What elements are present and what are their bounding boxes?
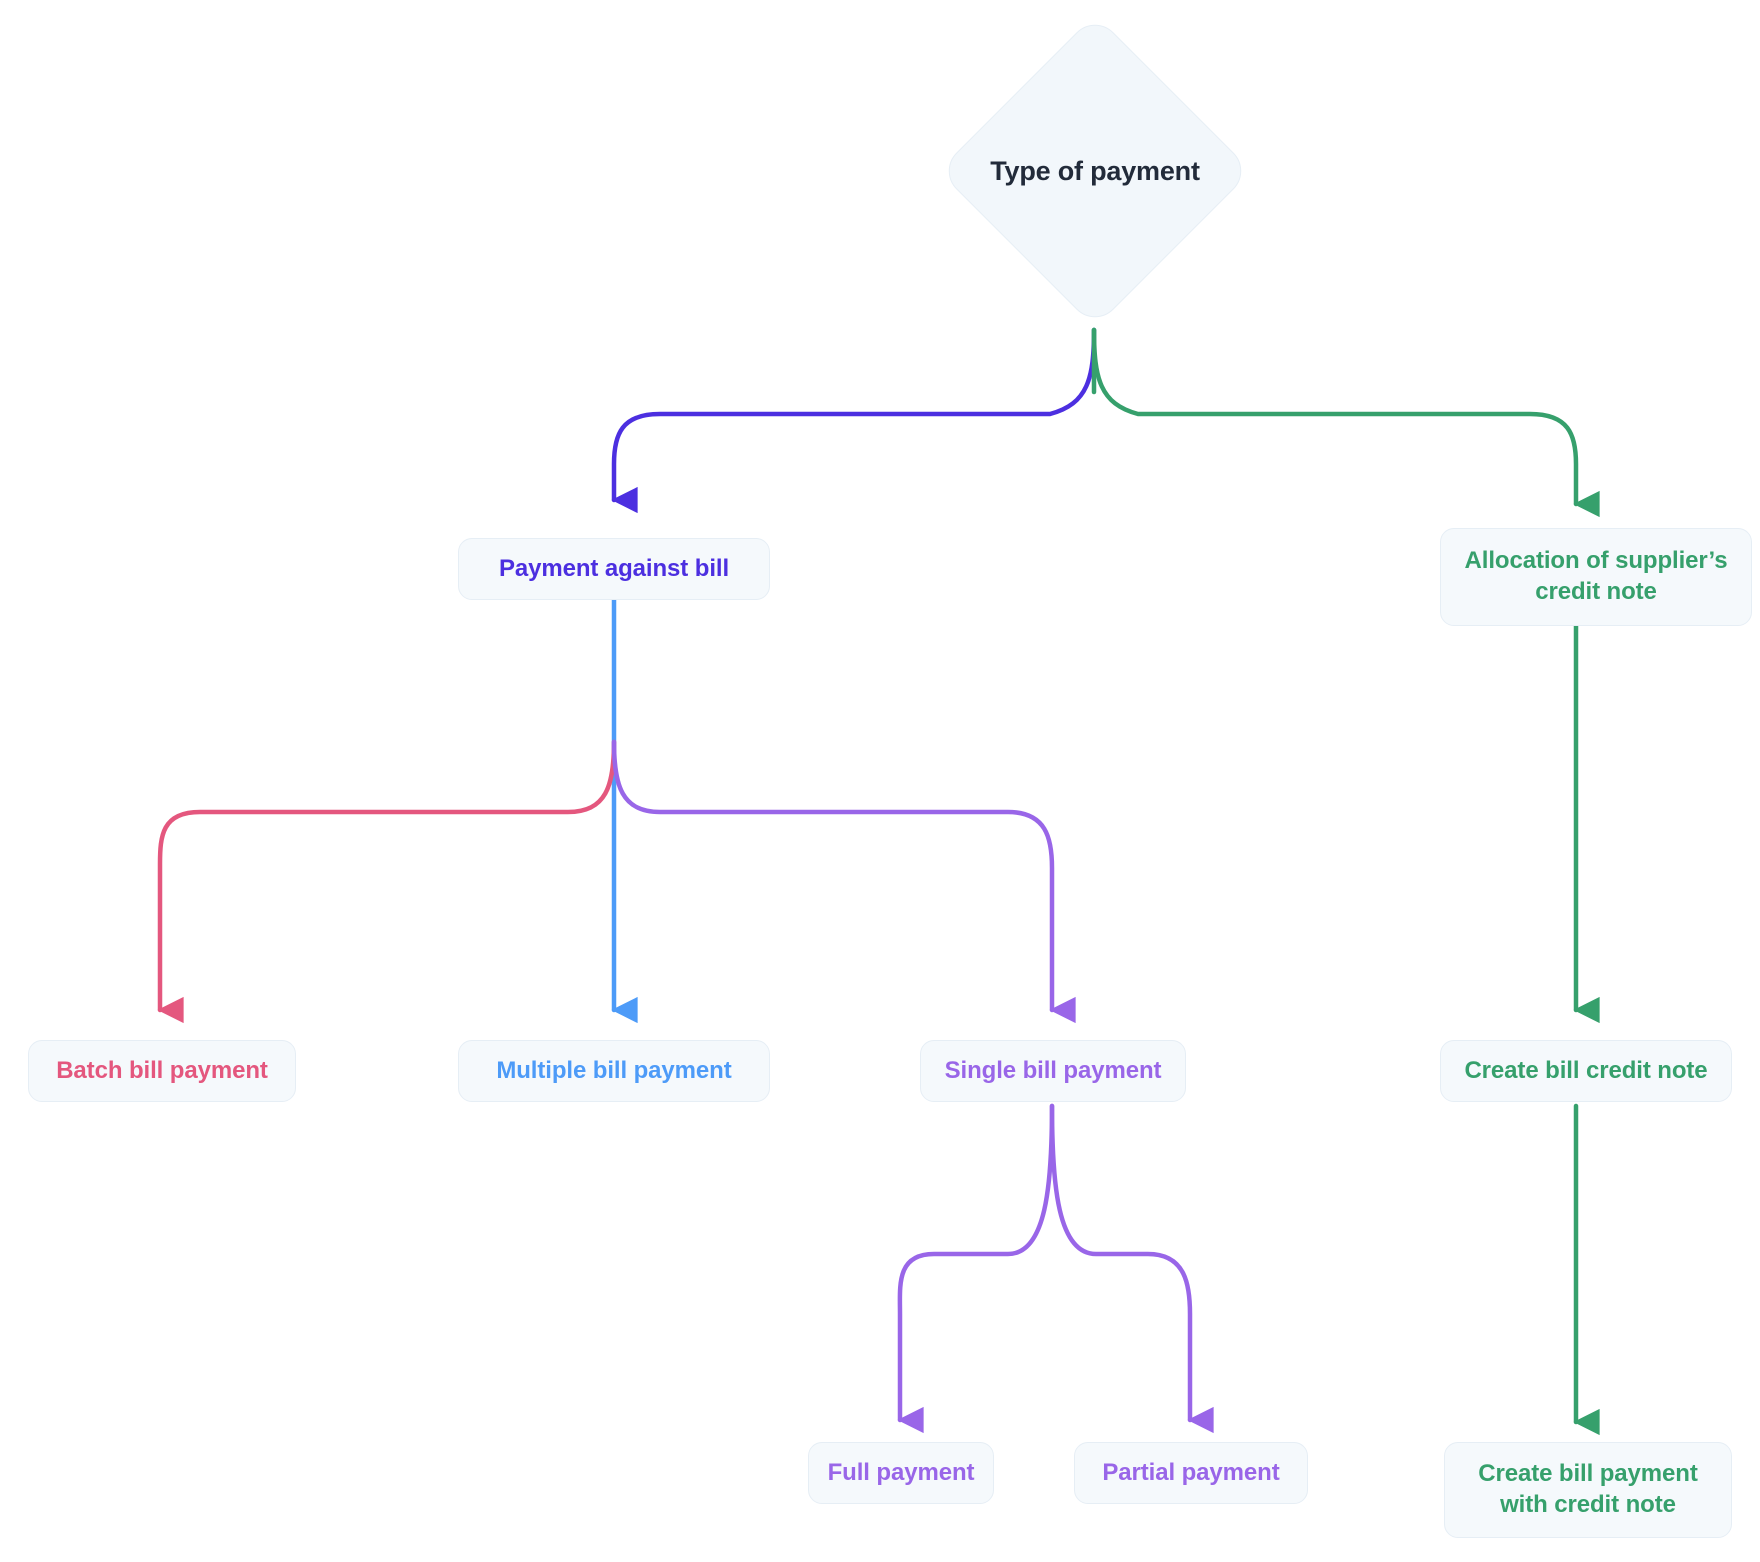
root-decision-label: Type of payment [990, 155, 1200, 186]
edge-single-bill-payment-to-full-payment [897, 1103, 1055, 1434]
node-label: Allocation of supplier’s credit note [1464, 547, 1728, 605]
node-create-bill-payment-with-credit-note[interactable]: Create bill payment with credit note [1444, 1442, 1732, 1538]
node-batch-bill-payment[interactable]: Batch bill payment [28, 1040, 296, 1102]
edge-single-bill-payment-to-partial-payment [1049, 1103, 1214, 1434]
edge-payment-against-bill-to-batch-bill-payment [157, 739, 617, 1024]
node-label: Create bill credit note [1464, 1056, 1708, 1084]
edge-root-to-allocation-of-suppliers-credit-note [1091, 327, 1600, 518]
node-label: Payment against bill [498, 554, 730, 582]
node-multiple-bill-payment[interactable]: Multiple bill payment [458, 1040, 770, 1102]
node-label: Single bill payment [944, 1056, 1162, 1084]
edge-payment-against-bill-to-single-bill-payment [611, 739, 1076, 1024]
node-label: Create bill payment with credit note [1478, 1460, 1698, 1518]
edge-root-to-payment-against-bill [611, 327, 1097, 514]
node-label: Partial payment [1102, 1458, 1280, 1486]
node-label: Batch bill payment [56, 1056, 268, 1084]
node-partial-payment[interactable]: Partial payment [1074, 1442, 1308, 1504]
node-allocation-of-suppliers-credit-note[interactable]: Allocation of supplier’s credit note [1440, 528, 1752, 626]
node-payment-against-bill[interactable]: Payment against bill [458, 538, 770, 600]
node-full-payment[interactable]: Full payment [808, 1442, 994, 1504]
node-single-bill-payment[interactable]: Single bill payment [920, 1040, 1186, 1102]
node-label: Multiple bill payment [496, 1056, 732, 1084]
node-create-bill-credit-note[interactable]: Create bill credit note [1440, 1040, 1732, 1102]
node-label: Full payment [827, 1458, 975, 1486]
